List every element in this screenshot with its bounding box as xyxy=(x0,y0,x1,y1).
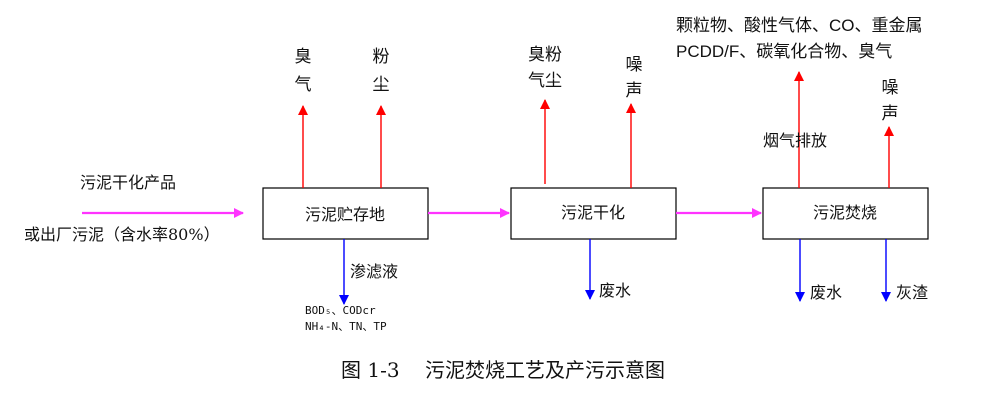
storage-leachate-params-line1: BOD₅、CODcr xyxy=(305,304,376,317)
storage-box-label: 污泥贮存地 xyxy=(305,205,385,224)
storage-odor-label-1: 臭 xyxy=(295,47,312,67)
drying-box-label: 污泥干化 xyxy=(561,203,625,222)
storage-leachate-params-line2: NH₄-N、TN、TP xyxy=(305,320,387,333)
storage-leachate-label: 渗滤液 xyxy=(350,262,398,281)
incineration-box: 污泥焚烧 xyxy=(762,187,929,240)
storage-odor-label-2: 气 xyxy=(295,75,312,95)
incineration-wastewater-label: 废水 xyxy=(810,283,842,302)
drying-odor-dust-label-2: 气尘 xyxy=(528,71,562,91)
storage-dust-label-1: 粉 xyxy=(373,47,390,67)
figure-caption: 图 1-3 污泥焚烧工艺及产污示意图 xyxy=(341,358,665,382)
drying-noise-label-2: 声 xyxy=(626,81,643,101)
incineration-box-label: 污泥焚烧 xyxy=(813,203,877,222)
input-label-line2: 或出厂污泥（含水率80%） xyxy=(24,225,220,244)
incineration-flue-gas-label: 烟气排放 xyxy=(763,131,827,150)
incineration-noise-label-1: 噪 xyxy=(882,78,899,98)
storage-dust-label-2: 尘 xyxy=(373,75,390,95)
incineration-noise-label-2: 声 xyxy=(882,104,899,124)
input-label-line1: 污泥干化产品 xyxy=(80,173,176,192)
drying-noise-label-1: 噪 xyxy=(626,55,643,75)
incineration-ash-label: 灰渣 xyxy=(896,283,928,302)
drying-wastewater-label: 废水 xyxy=(599,281,631,300)
drying-box: 污泥干化 xyxy=(510,187,677,240)
incineration-pollutants-line1: 颗粒物、酸性气体、CO、重金属 xyxy=(676,16,923,35)
incineration-pollutants-line2: PCDD/F、碳氧化合物、臭气 xyxy=(676,42,892,61)
drying-odor-dust-label-1: 臭粉 xyxy=(528,45,562,65)
storage-box: 污泥贮存地 xyxy=(262,187,429,240)
